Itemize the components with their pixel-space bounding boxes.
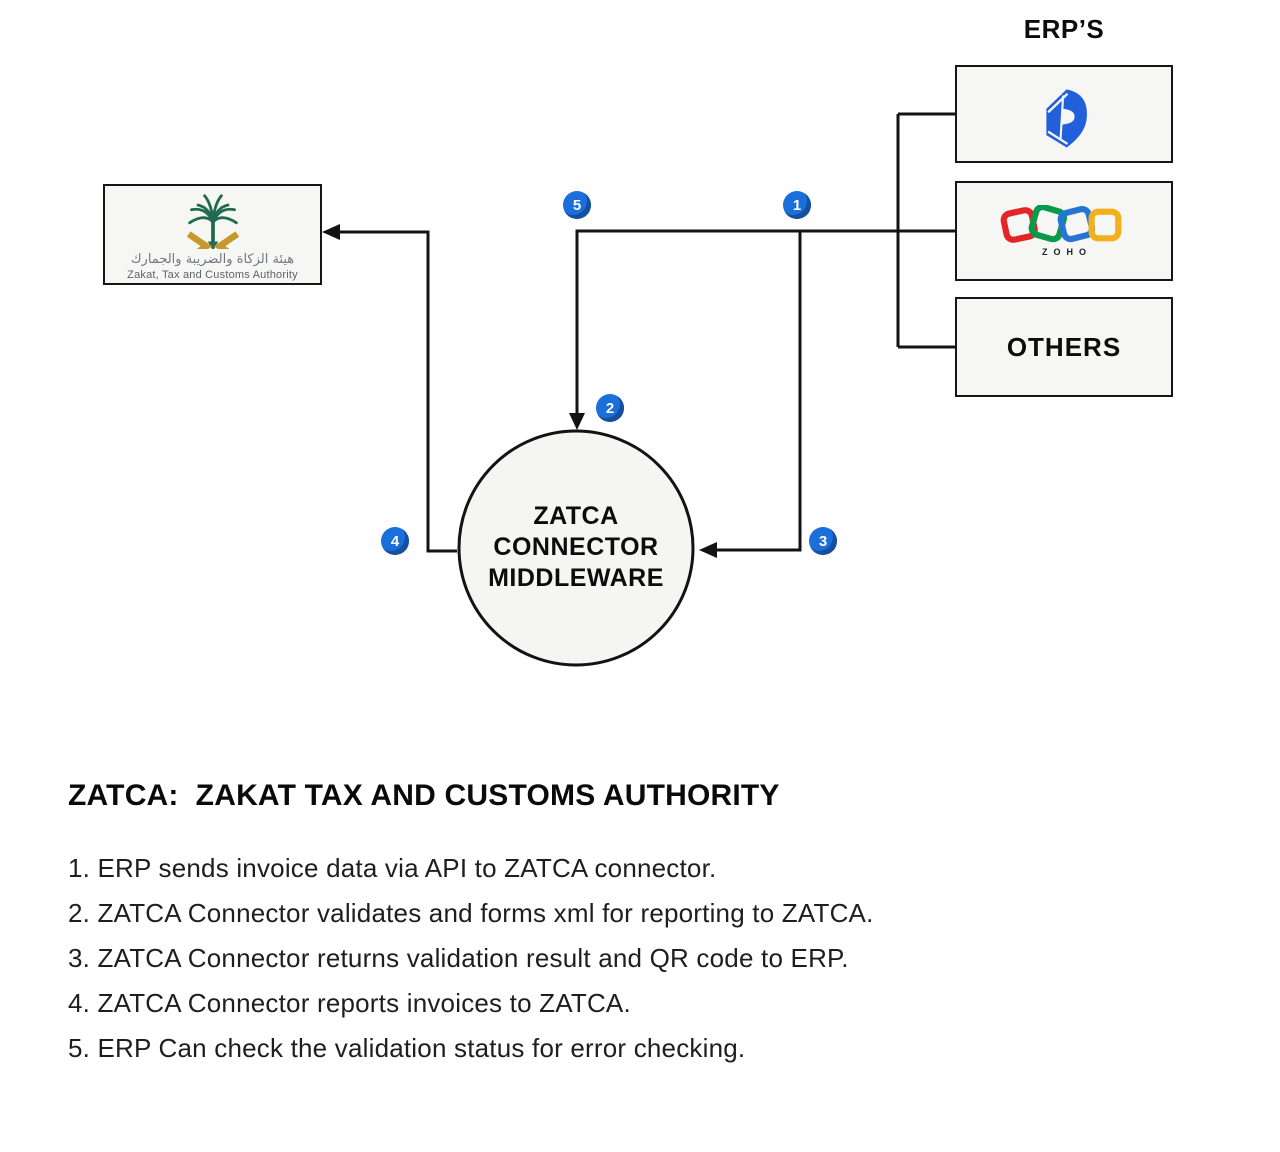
middleware-label: ZATCA CONNECTOR MIDDLEWARE [488, 502, 664, 592]
wire-erp-to-connector [575, 229, 955, 424]
others-label: OTHERS [1006, 331, 1122, 362]
zoho-wordmark: ZOHO [1042, 247, 1092, 257]
step-badge-3: 3 [809, 527, 837, 555]
arrowhead-into-connector-right-icon [699, 542, 717, 558]
wire-connector-to-zatca [336, 230, 457, 553]
arrowhead-into-connector-top-icon [569, 413, 585, 430]
legend-item: 4. ZATCA Connector reports invoices to Z… [68, 988, 631, 1018]
zatca-arabic-name: هيئة الزكاة والضريبة والجمارك [130, 251, 295, 267]
legend-item: 1. ERP sends invoice data via API to ZAT… [68, 853, 717, 883]
step-badge-5: 5 [563, 191, 591, 219]
dynamics-365-logo-icon [1046, 89, 1087, 148]
zatca-authority-node: هيئة الزكاة والضريبة والجمارك Zakat, Tax… [103, 184, 322, 285]
legend-item: 3. ZATCA Connector returns validation re… [68, 943, 849, 973]
arrowhead-into-zatca-icon [322, 224, 340, 240]
erp-node-dynamics365 [955, 65, 1173, 163]
legend-item: 5. ERP Can check the validation status f… [68, 1033, 746, 1063]
erp-group-title: ERP’S [1023, 14, 1105, 44]
legend-heading: ZATCA: ZAKAT TAX AND CUSTOMS AUTHORITY [68, 779, 780, 812]
zoho-logo-icon [1000, 205, 1122, 243]
erp-node-others: OTHERS [955, 297, 1173, 397]
step-badge-2: 2 [596, 394, 624, 422]
middleware-circle [457, 429, 695, 667]
zatca-palm-emblem-icon [186, 193, 239, 249]
step-badge-4: 4 [381, 527, 409, 555]
step-badge-1: 1 [783, 191, 811, 219]
legend-items: 1. ERP sends invoice data via API to ZAT… [68, 853, 1218, 1063]
zatca-english-name: Zakat, Tax and Customs Authority [127, 268, 298, 281]
wire-branch-to-connector-right [713, 231, 802, 552]
legend-item: 2. ZATCA Connector validates and forms x… [68, 898, 874, 928]
legend: ZATCA: ZAKAT TAX AND CUSTOMS AUTHORITY 1… [68, 779, 1218, 1078]
erp-bracket [896, 112, 955, 349]
erp-node-zoho: ZOHO [955, 181, 1173, 281]
